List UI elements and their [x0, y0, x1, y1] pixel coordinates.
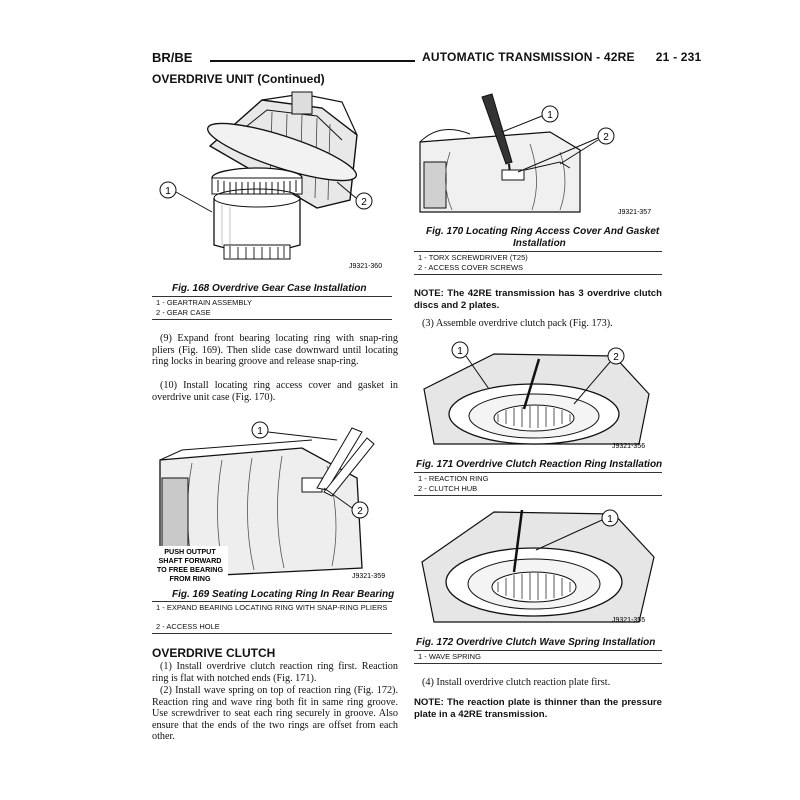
running-header-left: BR/BE	[152, 50, 193, 65]
fig170-legend-rule	[414, 274, 662, 275]
fig171-callout-2-label: 2	[613, 352, 619, 363]
paragraph-step-4: (4) Install overdrive clutch reaction pl…	[422, 677, 611, 688]
fig168-legend-rule	[152, 319, 392, 320]
paragraph-step-10: (10) Install locating ring access cover …	[152, 380, 398, 403]
fig172-illustration: 1 J9321-355	[421, 509, 655, 624]
fig169-id: J9321-359	[352, 573, 385, 580]
fig171-legend-1: 1 - REACTION RING	[418, 474, 489, 483]
fig170-legend-1: 1 - TORX SCREWDRIVER (T25)	[418, 253, 528, 262]
fig170-rule	[414, 251, 662, 252]
fig172-callout-1-label: 1	[607, 514, 613, 525]
fig171-callout-2	[607, 347, 625, 365]
fig171-caption: Fig. 171 Overdrive Clutch Reaction Ring …	[416, 459, 663, 470]
fig168-callout-2-label: 2	[361, 197, 367, 208]
fig168-callout-1	[159, 181, 177, 199]
fig169-caption: Fig. 169 Seating Locating Ring In Rear B…	[172, 589, 395, 600]
fig168-callout-1-label: 1	[165, 186, 171, 197]
fig172-callout-1	[601, 509, 619, 527]
paragraph-step-3: (3) Assemble overdrive clutch pack (Fig.…	[422, 318, 613, 329]
fig169-label-line-4: FROM RING	[169, 574, 211, 583]
fig168-callout-2	[355, 192, 373, 210]
fig170-callout-1-label: 1	[547, 110, 553, 121]
fig171-callout-1-label: 1	[457, 346, 463, 357]
fig170-callout-1	[541, 105, 559, 123]
note-clutch-discs: NOTE: The 42RE transmission has 3 overdr…	[414, 288, 662, 311]
fig169-legend-2: 2 - ACCESS HOLE	[156, 622, 220, 631]
fig168-legend-1: 1 - GEARTRAIN ASSEMBLY	[156, 298, 253, 307]
fig169-callout-2-label: 2	[357, 506, 363, 517]
fig169-label-line-2: SHAFT FORWARD	[159, 556, 222, 565]
paragraph-clutch-step-1: (1) Install overdrive clutch reaction ri…	[152, 661, 398, 684]
fig172-caption: Fig. 172 Overdrive Clutch Wave Spring In…	[416, 637, 656, 648]
fig172-id: J9321-355	[612, 617, 645, 624]
note-reaction-plate: NOTE: The reaction plate is thinner than…	[414, 697, 662, 720]
fig170-illustration: 1 2 J9321-357	[419, 93, 651, 216]
fig170-legend-2: 2 - ACCESS COVER SCREWS	[418, 263, 524, 272]
fig171-rule	[414, 472, 662, 473]
fig169-rule	[152, 601, 392, 602]
fig172-legend-rule	[414, 663, 662, 664]
fig170-id: J9321-357	[618, 209, 651, 216]
fig168-illustration: 1 2 J9321-360	[159, 91, 382, 270]
fig172-rule	[414, 650, 662, 651]
paragraph-step-9: (9) Expand front bearing locating ring w…	[152, 333, 398, 368]
fig171-illustration: 1 2 J9321-356	[423, 341, 650, 450]
paragraph-clutch-step-2: (2) Install wave spring on top of reacti…	[152, 685, 398, 743]
fig171-callout-1	[451, 341, 469, 359]
fig169-legend-rule	[152, 633, 392, 634]
fig168-rule	[152, 296, 392, 297]
overdrive-clutch-heading: OVERDRIVE CLUTCH	[152, 646, 276, 660]
fig171-id: J9321-356	[612, 443, 645, 450]
header-rule	[210, 60, 415, 62]
fig169-label-line-3: TO FREE BEARING	[157, 565, 224, 574]
fig169-legend-1: 1 - EXPAND BEARING LOCATING RING WITH SN…	[156, 603, 388, 612]
fig169-callout-2	[351, 501, 369, 519]
fig172-legend-1: 1 - WAVE SPRING	[418, 652, 481, 661]
fig170-caption-line-1: Fig. 170 Locating Ring Access Cover And …	[426, 226, 660, 237]
fig171-legend-2: 2 - CLUTCH HUB	[418, 484, 478, 493]
running-header-right: AUTOMATIC TRANSMISSION - 42RE 21 - 231	[422, 50, 701, 64]
fig169-illustration: PUSH OUTPUT SHAFT FORWARD TO FREE BEARIN…	[152, 421, 385, 584]
fig168-legend-2: 2 - GEAR CASE	[156, 308, 211, 317]
fig170-callout-2	[597, 127, 615, 145]
fig169-callout-1-label: 1	[257, 426, 263, 437]
fig169-callout-1	[251, 421, 269, 439]
fig168-caption: Fig. 168 Overdrive Gear Case Installatio…	[172, 283, 367, 294]
section-title: OVERDRIVE UNIT (Continued)	[152, 72, 325, 86]
fig169-label-line-1: PUSH OUTPUT	[164, 547, 216, 556]
fig170-callout-2-label: 2	[603, 132, 609, 143]
header-title: AUTOMATIC TRANSMISSION - 42RE	[422, 50, 635, 64]
fig170-caption-line-2: Installation	[513, 238, 566, 249]
page-number: 21 - 231	[655, 50, 702, 64]
fig171-legend-rule	[414, 495, 662, 496]
fig168-id: J9321-360	[349, 263, 382, 270]
